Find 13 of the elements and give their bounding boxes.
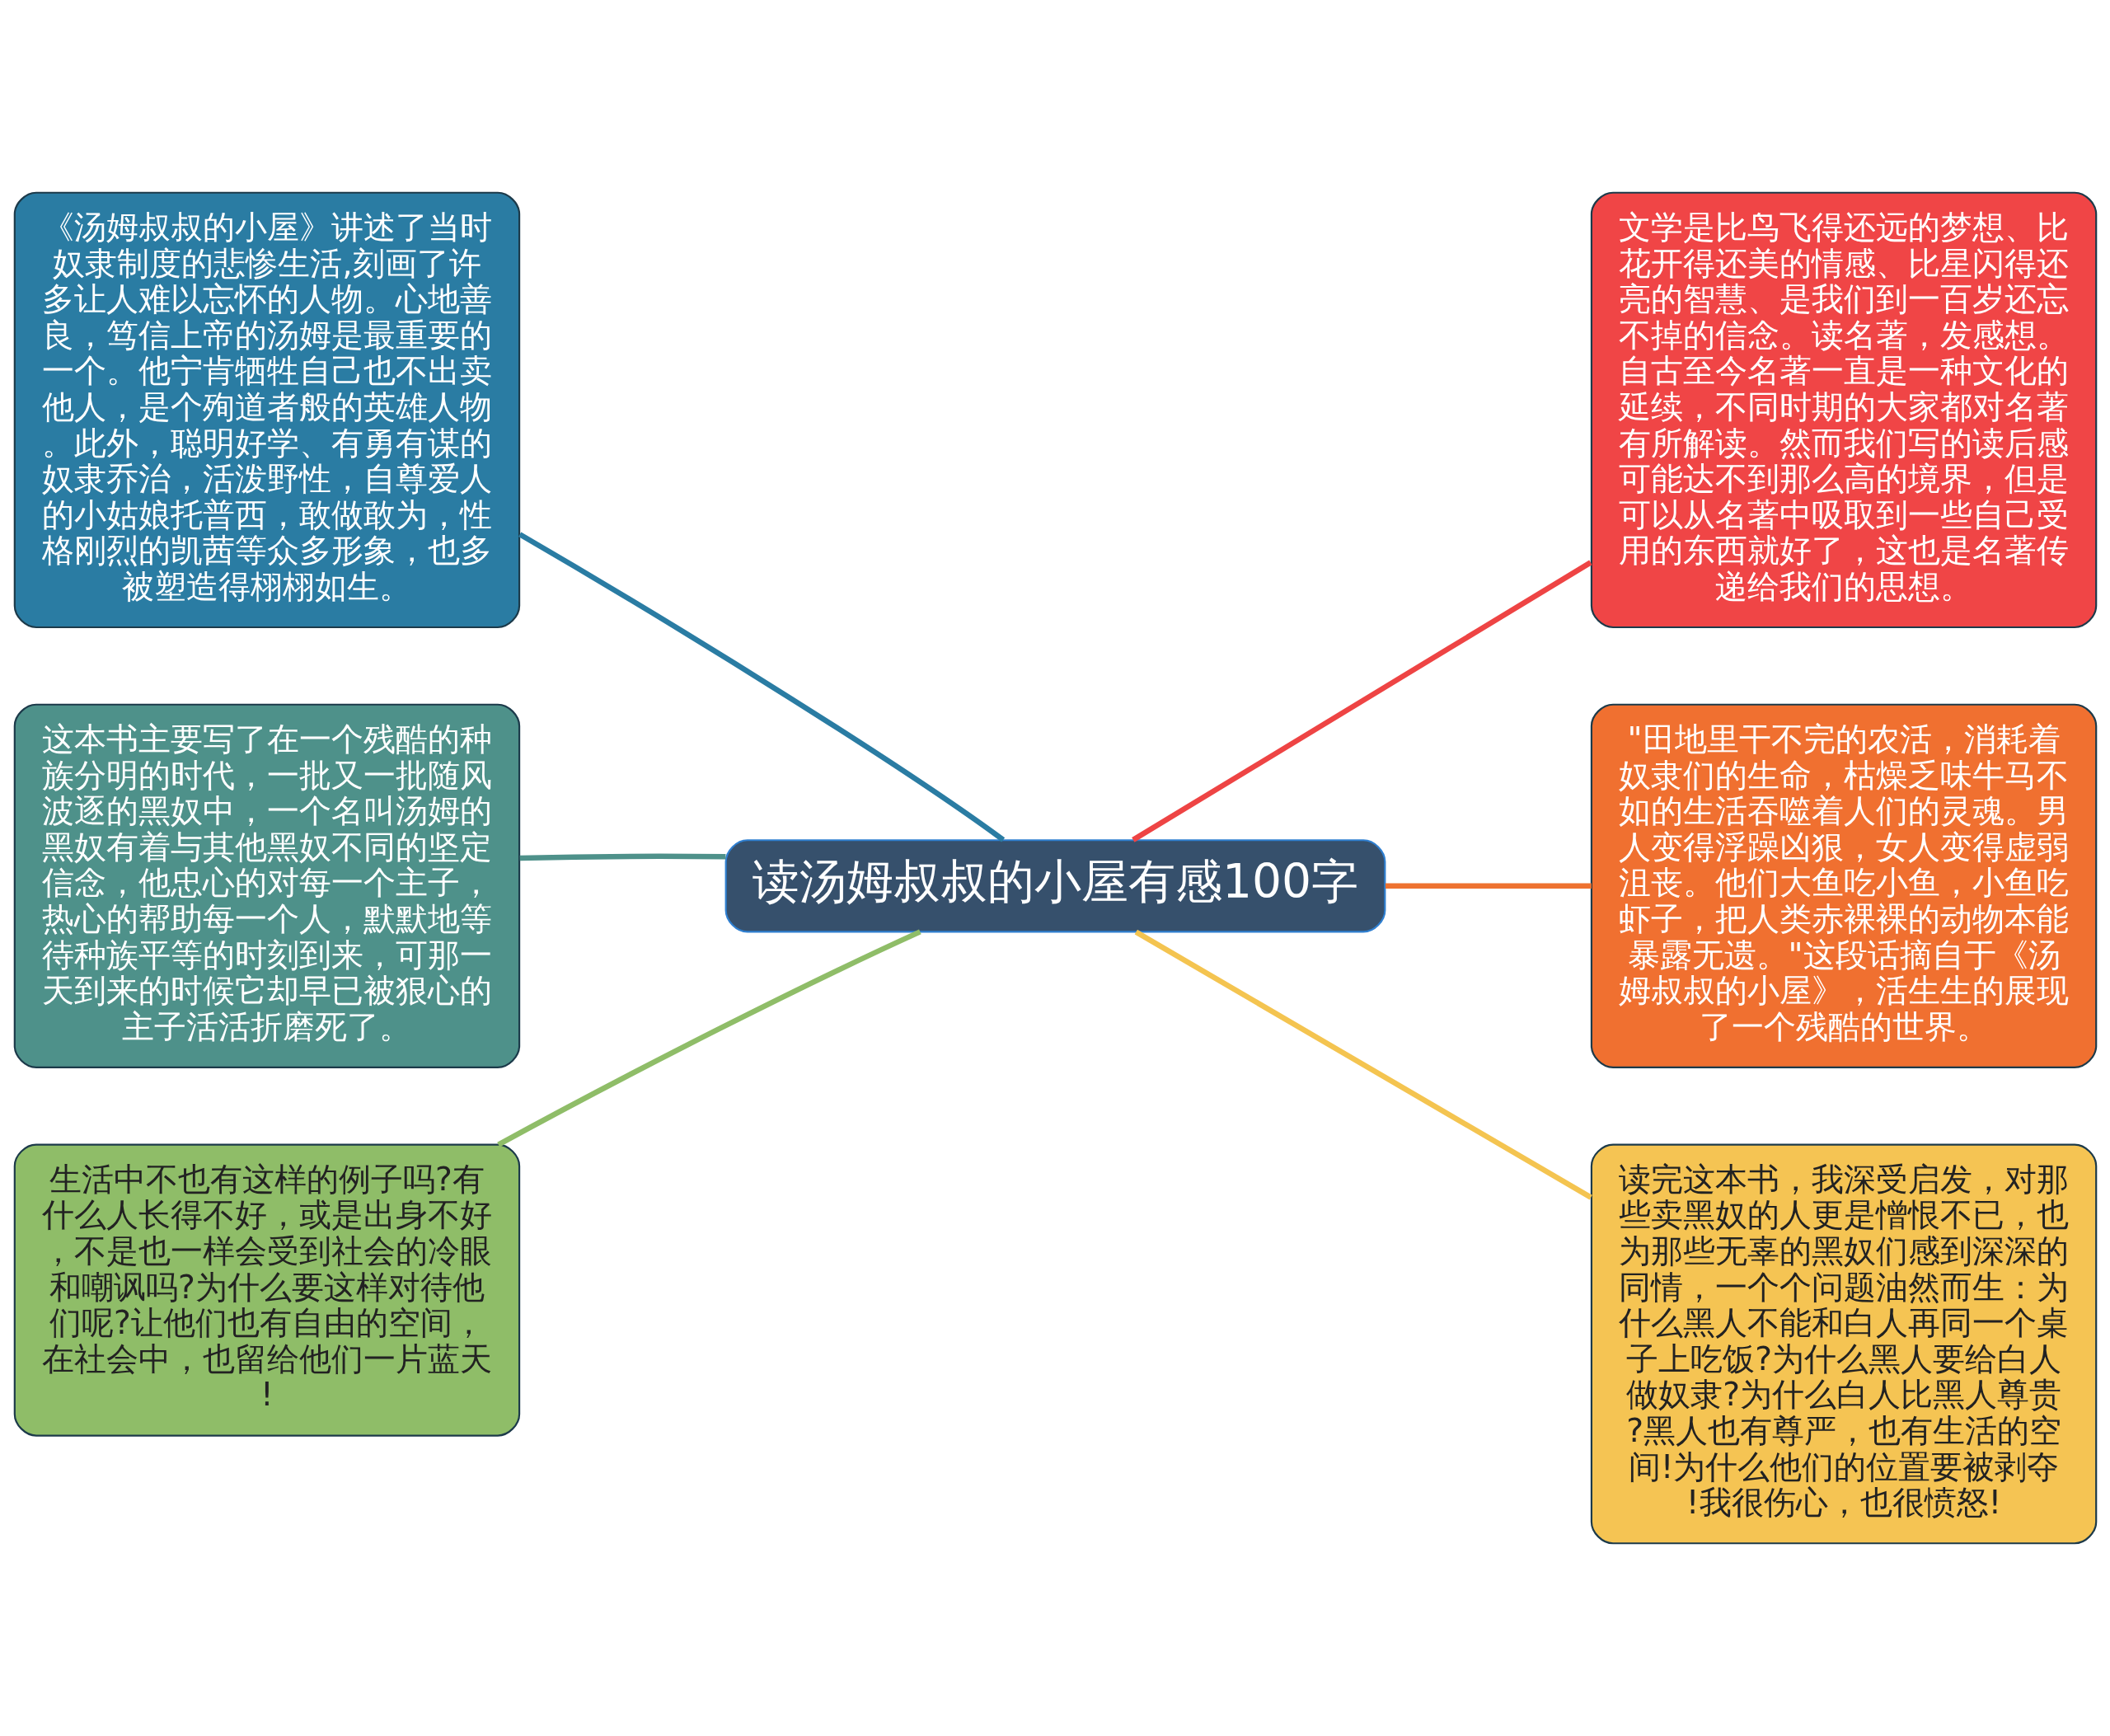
node-box: 这本书主要写了在一个残酷的种族分明的时代，一批又一批随风波逐的黑奴中，一个名叫汤姆的黑奴有着与其他黑奴不同的坚定信念，他忠心的对每一个主子，热心的帮助每一个人，默默地等待种族平等的时刻到来，可那一天到来的时候它却早已被狠心的主子活活折磨死了。 (13, 703, 520, 1068)
node-box: 文学是比鸟飞得还远的梦想、比花开得还美的情感、比星闪得还亮的智慧、是我们到一百岁还忘不掉的信念。读名著，发感想。自古至今名著一直是一种文化的延续，不同时期的大家都对名著有所解读。然而我们写的读后感可能达不到那么高的境界，但是可以从名著中吸取到一些自己受用的东西就好了，这也是名著传递给我们的思想。 (1590, 191, 2097, 629)
connector (496, 929, 921, 1147)
node-box: "田地里干不完的农活，消耗着奴隶们的生命，枯燥乏味牛马不如的生活吞噬着人们的灵魂。男人变得浮躁凶狠，女人变得虚弱沮丧。他们大鱼吃小鱼，小鱼吃虾子，把人类赤裸裸的动物本能暴露无遗。"这段话摘自于《汤姆叔叔的小屋》，活生生的展现了一个残酷的世界。 (1590, 703, 2097, 1068)
node-box: 生活中不也有这样的例子吗?有什么人长得不好，或是出身不好，不是也一样会受到社会的冷眼和嘲讽吗?为什么要这样对待他们呢?让他们也有自由的空间，在社会中，也留给他们一片蓝天! (13, 1143, 520, 1437)
connector (1134, 929, 1592, 1200)
connector (519, 853, 725, 861)
connector (1385, 883, 1592, 889)
node-box: 《汤姆叔叔的小屋》讲述了当时奴隶制度的悲惨生活,刻画了许多让人难以忘怀的人物。心地善良，笃信上帝的汤姆是最重要的一个。他宁肯牺牲自己也不出卖他人，是个殉道者般的英雄人物。此外，聪明好学、有勇有谋的奴隶乔治，活泼野性，自尊爱人的小姑娘托普西，敢做敢为，性格刚烈的凯茜等众多形象，也多被塑造得栩栩如生。 (13, 191, 520, 629)
connector (518, 532, 1005, 842)
connector (1131, 560, 1592, 842)
node-box: 读汤姆叔叔的小屋有感100字 (724, 839, 1386, 933)
node-box: 读完这本书，我深受启发，对那些卖黑奴的人更是憎恨不已，也为那些无辜的黑奴们感到深深的同情，一个个问题油然而生：为什么黑人不能和白人再同一个桌子上吃饭?为什么黑人要给白人做奴隶?为什么白人比黑人尊贵?黑人也有尊严，也有生活的空间!为什么他们的位置要被剥夺!我很伤心，也很愤怒! (1590, 1143, 2097, 1545)
